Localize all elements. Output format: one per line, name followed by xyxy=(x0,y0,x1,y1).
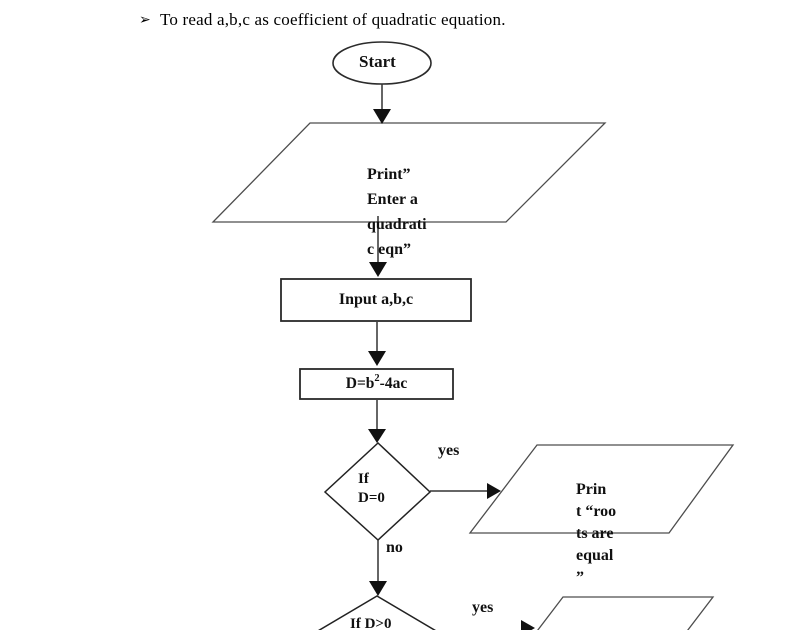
arrowhead-decision2-yes xyxy=(521,620,535,630)
decision2-label: If D>0 xyxy=(350,616,392,630)
arrowhead-print-to-input xyxy=(369,262,387,277)
decision1-no-label: no xyxy=(386,539,403,556)
formula-suffix: -4ac xyxy=(379,374,408,392)
arrowhead-start-to-print xyxy=(373,109,391,124)
decision2-yes-label: yes xyxy=(472,599,494,616)
decision2-diamond-shape xyxy=(318,595,436,630)
print-roots-parallelogram-shape xyxy=(468,444,735,534)
page-title: ➢ To read a,b,c as coefficient of quadrat… xyxy=(139,10,506,30)
arrowhead-decision1-no xyxy=(369,581,387,596)
formula-process-shape xyxy=(299,368,454,400)
print-enter-label: Print” Enter a quadrati c eqn” xyxy=(367,166,427,258)
arrow-bullet-icon: ➢ xyxy=(139,13,151,28)
page-title-text: To read a,b,c as coefficient of quadrati… xyxy=(159,10,506,29)
arrowhead-input-to-formula xyxy=(368,351,386,366)
print-roots-label: Prin t “roo ts are equal ” xyxy=(576,481,617,586)
formula-prefix: D=b xyxy=(345,374,375,392)
decision1-label: If D=0 xyxy=(358,471,385,506)
input-process-shape xyxy=(280,278,472,322)
arrowhead-decision1-yes xyxy=(487,483,501,499)
bottom-parallelogram-shape xyxy=(537,596,715,630)
start-label: Start xyxy=(359,52,396,71)
arrowhead-formula-to-decision1 xyxy=(368,429,386,443)
input-label: Input a,b,c xyxy=(338,291,414,309)
print-enter-parallelogram-shape xyxy=(211,122,607,223)
decision1-yes-label: yes xyxy=(438,442,460,459)
